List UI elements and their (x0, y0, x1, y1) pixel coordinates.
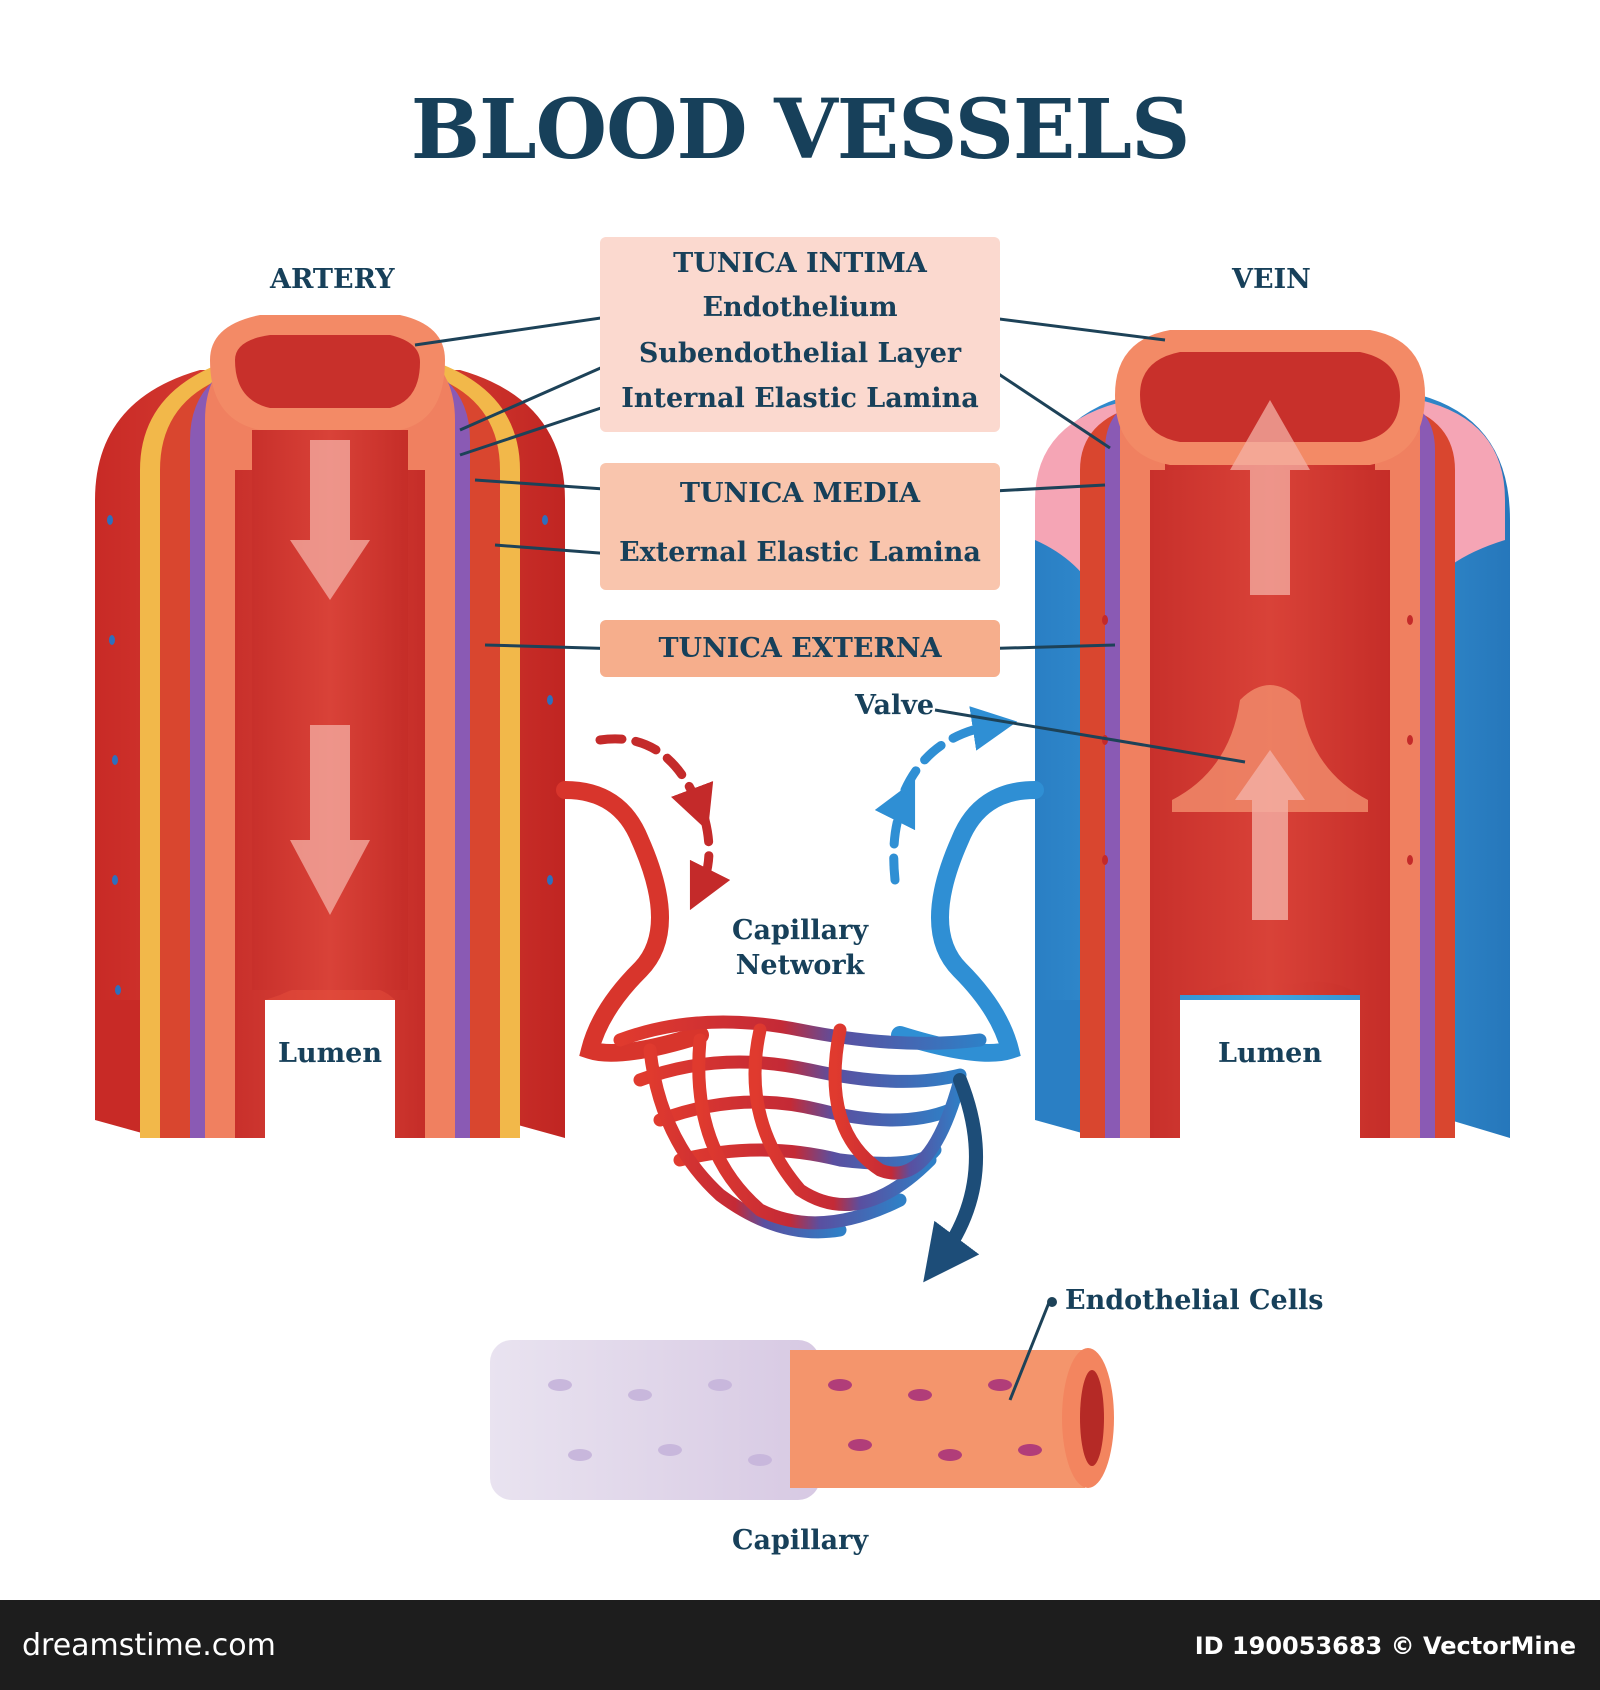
vein-label: VEIN (1232, 264, 1311, 295)
artery-illustration (95, 315, 565, 1138)
artery-subendothelial (205, 340, 455, 1138)
capillary-network-label-line1: Capillary (731, 915, 869, 946)
vein-illustration (1035, 330, 1510, 1138)
artery-label: ARTERY (270, 264, 395, 295)
artery-flow-arrow-1 (290, 440, 370, 600)
capillary-label: Capillary (731, 1525, 869, 1556)
capillary-tube-illustration (490, 1340, 1114, 1500)
artery-flow-arrow-2 (290, 725, 370, 915)
tunica-intima-box (600, 237, 1000, 432)
footer-bar: dreamstime.com ID 190053683 © VectorMine (0, 1600, 1600, 1690)
subendothelial-layer-label: Subendothelial Layer (638, 338, 962, 369)
to-capillary-arrow (923, 1073, 983, 1283)
page-title: BLOOD VESSELS (410, 82, 1191, 178)
tunica-media-label: TUNICA MEDIA (679, 478, 921, 509)
vein-lumen-label: Lumen (1218, 1038, 1322, 1069)
internal-elastic-lamina-label: Internal Elastic Lamina (621, 383, 979, 414)
external-elastic-lamina-label: External Elastic Lamina (619, 537, 981, 568)
tunica-externa-label: TUNICA EXTERNA (658, 633, 942, 664)
tunica-intima-label: TUNICA INTIMA (673, 248, 927, 279)
tunica-externa-box (600, 620, 1000, 677)
endothelium-label: Endothelium (702, 292, 898, 323)
vein-flow-arrow-1 (1230, 400, 1310, 595)
footer-site[interactable]: dreamstime.com (22, 1628, 276, 1663)
capillary-network-illustration (556, 706, 1044, 1283)
vein-flow-arrow-2 (1235, 750, 1305, 920)
tunica-media-box (600, 463, 1000, 590)
capillary-network-label-line2: Network (735, 950, 865, 981)
valve-shape (1172, 685, 1368, 812)
artery-lumen-label: Lumen (278, 1038, 382, 1069)
diagram-art (95, 303, 1510, 1500)
valve-label: Valve (855, 690, 935, 721)
endothelial-cells-label: Endothelial Cells (1065, 1285, 1324, 1316)
footer-credit: ID 190053683 © VectorMine (1194, 1632, 1576, 1660)
